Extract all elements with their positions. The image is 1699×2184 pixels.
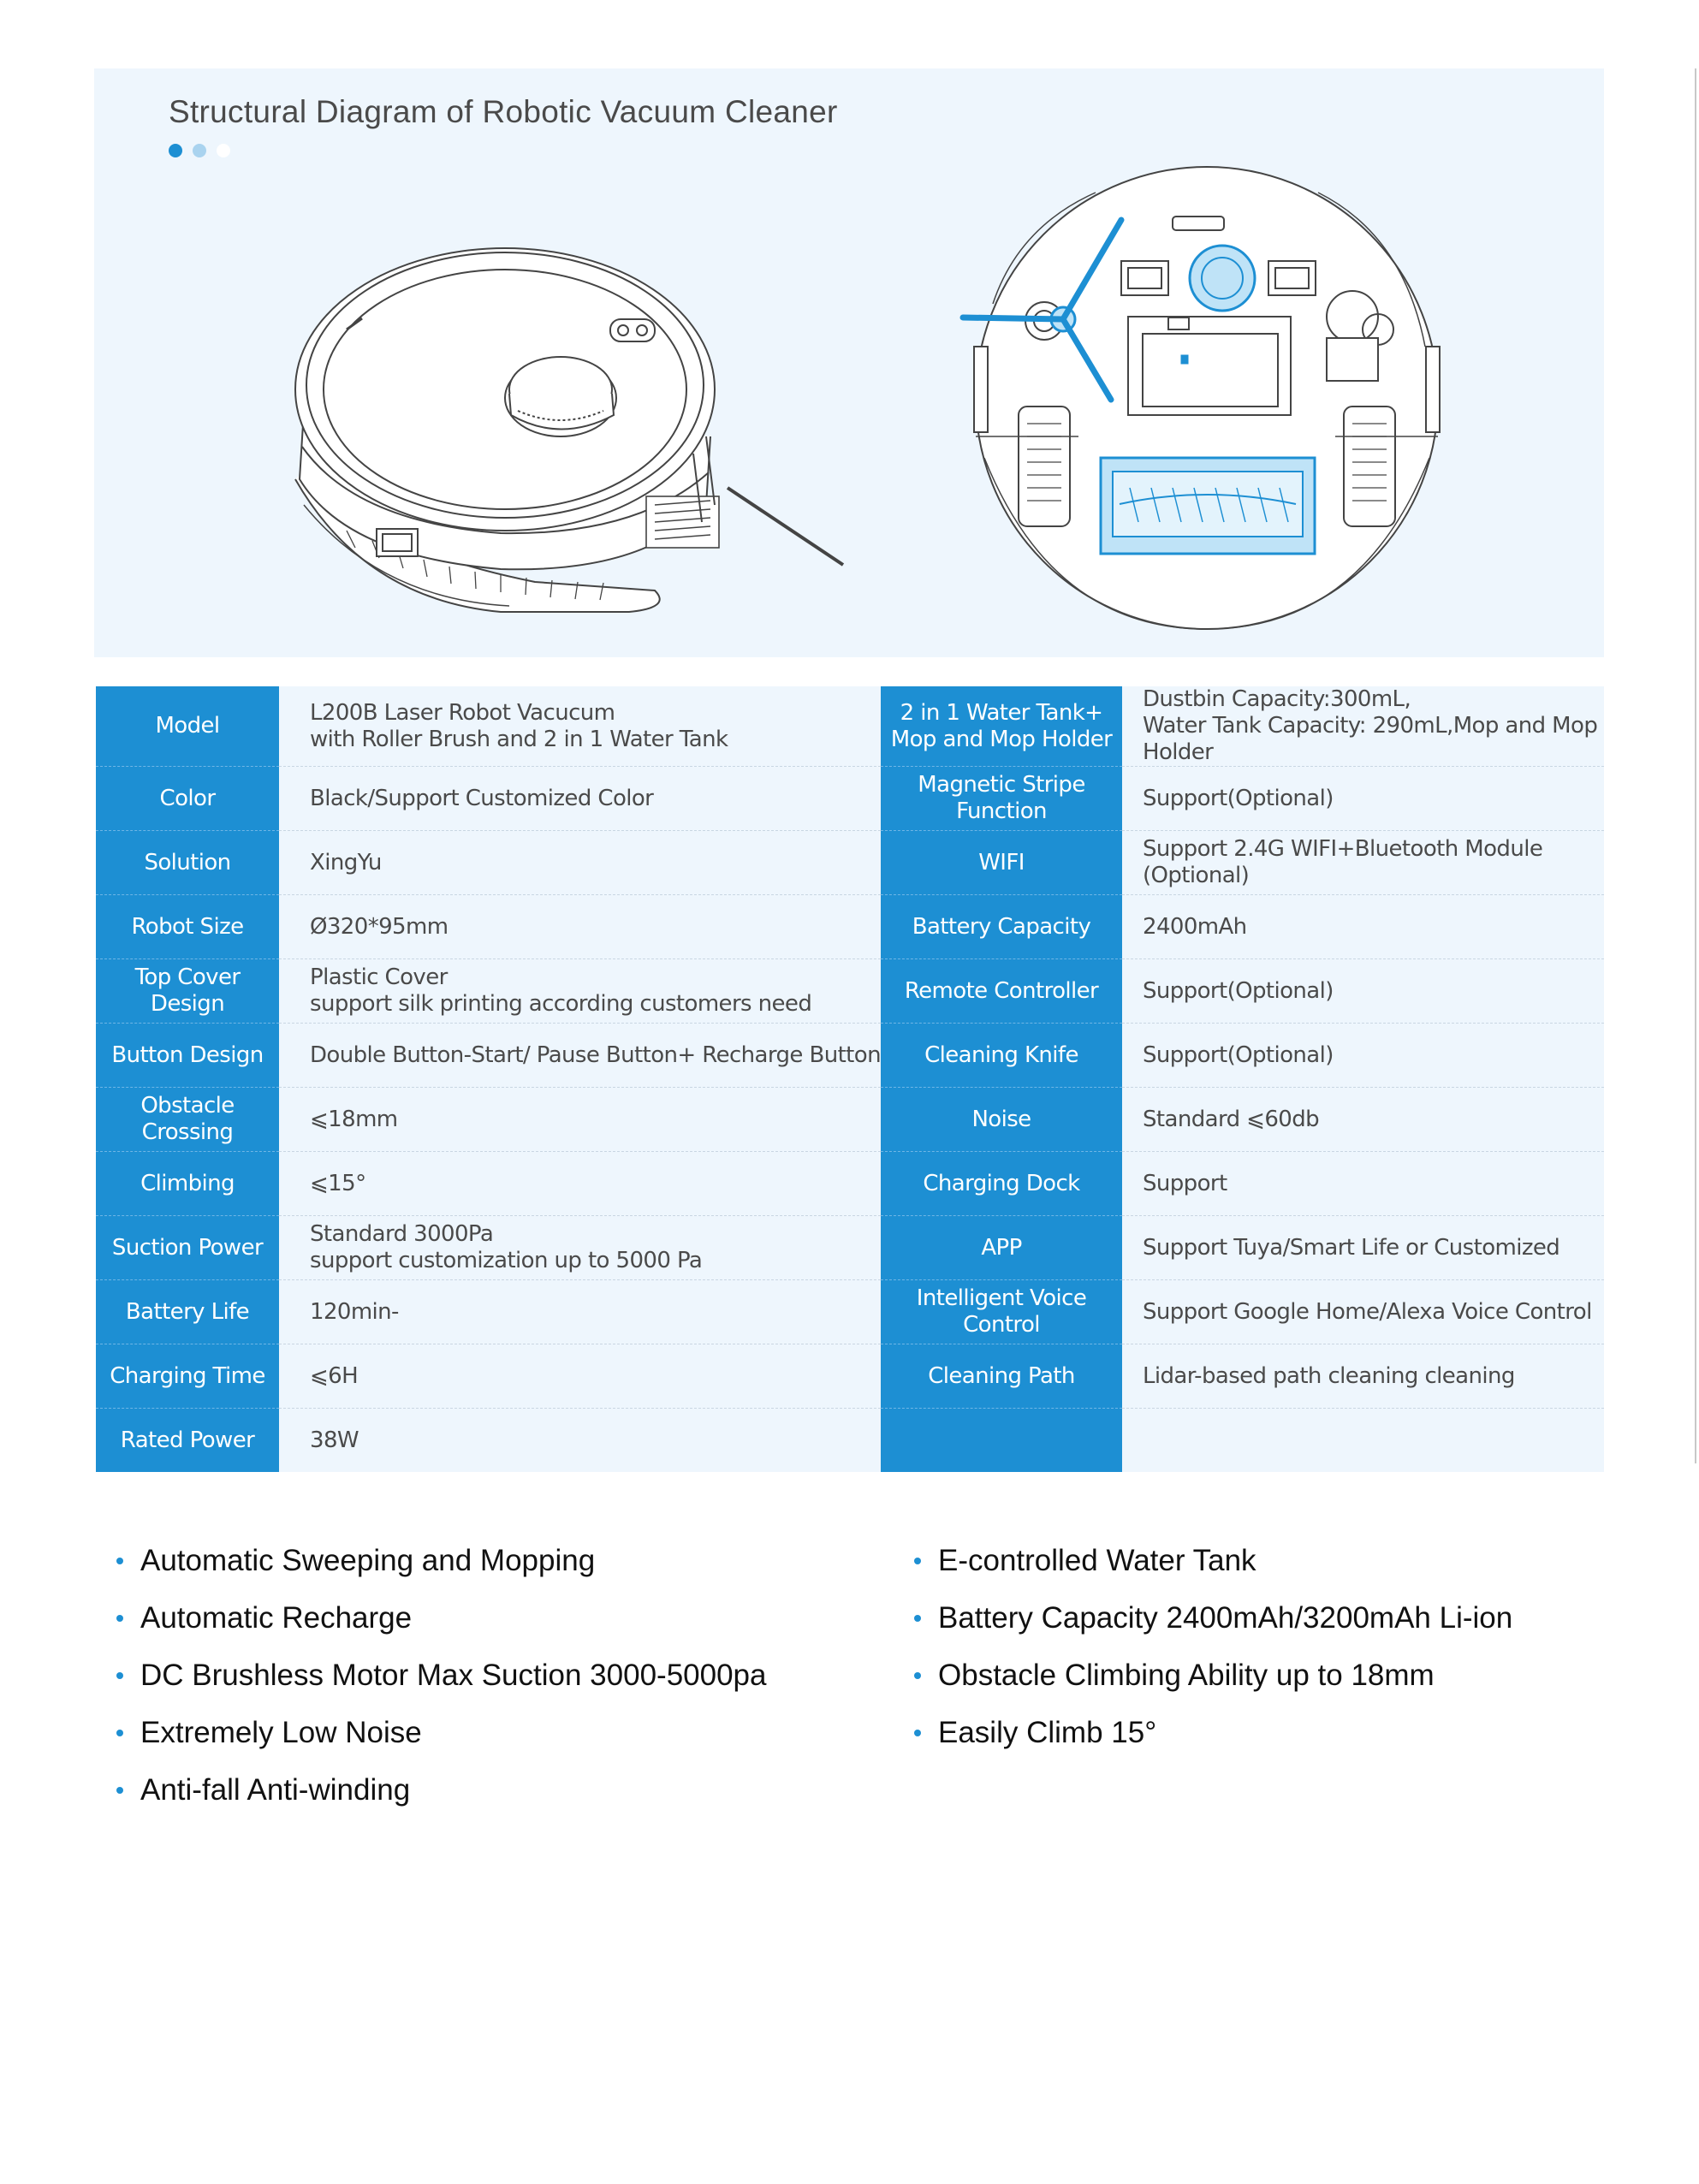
- feature-item: Extremely Low Noise: [116, 1704, 766, 1761]
- spec-label: Battery Capacity: [881, 894, 1122, 959]
- spec-value: Support 2.4G WIFI+Bluetooth Module (Opti…: [1122, 830, 1604, 895]
- feature-item: Easily Climb 15°: [914, 1704, 1512, 1761]
- spec-label: Rated Power: [96, 1408, 279, 1472]
- carousel-dot-1[interactable]: [169, 144, 182, 157]
- bullet-icon: [116, 1671, 123, 1679]
- spec-label: Cleaning Knife: [881, 1023, 1122, 1088]
- spec-value: XingYu: [279, 830, 881, 895]
- feature-item: Automatic Sweeping and Mopping: [116, 1532, 766, 1589]
- spec-value: ⩽15°: [279, 1151, 881, 1216]
- carousel-dots[interactable]: [169, 144, 230, 157]
- spec-label: Charging Dock: [881, 1151, 1122, 1216]
- spec-value: Support: [1122, 1151, 1604, 1216]
- spec-value: ⩽18mm: [279, 1087, 881, 1152]
- spec-label: Intelligent Voice Control: [881, 1279, 1122, 1344]
- spec-label: Robot Size: [96, 894, 279, 959]
- page-title: Structural Diagram of Robotic Vacuum Cle…: [169, 94, 838, 129]
- bullet-icon: [914, 1557, 921, 1564]
- spec-label: 2 in 1 Water Tank+ Mop and Mop Holder: [881, 686, 1122, 767]
- spec-value: 38W: [279, 1408, 881, 1472]
- spec-label: Battery Life: [96, 1279, 279, 1344]
- bullet-icon: [116, 1557, 123, 1564]
- bullet-icon: [914, 1614, 921, 1622]
- feature-text: DC Brushless Motor Max Suction 3000-5000…: [140, 1658, 767, 1692]
- spec-label: WIFI: [881, 830, 1122, 895]
- bullet-icon: [116, 1786, 123, 1794]
- spec-label: Magnetic Stripe Function: [881, 766, 1122, 831]
- feature-item: E-controlled Water Tank: [914, 1532, 1512, 1589]
- page-edge-divider: [1695, 68, 1696, 1463]
- feature-text: Battery Capacity 2400mAh/3200mAh Li-ion: [938, 1600, 1513, 1635]
- feature-text: Automatic Sweeping and Mopping: [140, 1543, 596, 1577]
- feature-item: Automatic Recharge: [116, 1589, 766, 1647]
- carousel-dot-2[interactable]: [193, 144, 206, 157]
- feature-text: Extremely Low Noise: [140, 1715, 422, 1749]
- bullet-icon: [914, 1729, 921, 1736]
- spec-label: Model: [96, 686, 279, 767]
- spec-value: Black/Support Customized Color: [279, 766, 881, 831]
- spec-label: Color: [96, 766, 279, 831]
- robot-top-view-illustration: [294, 247, 845, 613]
- spec-label: Top Cover Design: [96, 958, 279, 1024]
- spec-value: Double Button-Start/ Pause Button+ Recha…: [279, 1023, 882, 1088]
- spec-value: Dustbin Capacity:300mL, Water Tank Capac…: [1122, 686, 1604, 767]
- spec-value: Support(Optional): [1122, 1023, 1604, 1088]
- feature-text: Easily Climb 15°: [938, 1715, 1157, 1749]
- spec-label: Solution: [96, 830, 279, 895]
- spec-value: Standard ⩽60db: [1122, 1087, 1604, 1152]
- feature-item: DC Brushless Motor Max Suction 3000-5000…: [116, 1647, 766, 1704]
- feature-text: Obstacle Climbing Ability up to 18mm: [938, 1658, 1435, 1692]
- spec-label: APP: [881, 1215, 1122, 1280]
- spec-value: Plastic Cover support silk printing acco…: [279, 958, 881, 1024]
- feature-item: Obstacle Climbing Ability up to 18mm: [914, 1647, 1512, 1704]
- spec-value: Support(Optional): [1122, 766, 1604, 831]
- spec-label: Remote Controller: [881, 958, 1122, 1024]
- spec-value: [1122, 1408, 1604, 1472]
- spec-value: Standard 3000Pa support customization up…: [279, 1215, 881, 1280]
- feature-text: Automatic Recharge: [140, 1600, 413, 1635]
- feature-text: Anti-fall Anti-winding: [140, 1772, 411, 1807]
- bullet-icon: [116, 1614, 123, 1622]
- spec-value: 2400mAh: [1122, 894, 1604, 959]
- bullet-icon: [914, 1671, 921, 1679]
- spec-label: [881, 1408, 1122, 1472]
- spec-value: L200B Laser Robot Vacucum with Roller Br…: [279, 686, 881, 767]
- spec-label: Noise: [881, 1087, 1122, 1152]
- spec-label: Cleaning Path: [881, 1344, 1122, 1409]
- spec-label: Button Design: [96, 1023, 279, 1088]
- robot-bottom-view-illustration: [959, 166, 1441, 630]
- feature-item: Battery Capacity 2400mAh/3200mAh Li-ion: [914, 1589, 1512, 1647]
- spec-value: Ø320*95mm: [279, 894, 881, 959]
- spec-label: Obstacle Crossing: [96, 1087, 279, 1152]
- spec-value: 120min-: [279, 1279, 881, 1344]
- spec-label: Climbing: [96, 1151, 279, 1216]
- feature-text: E-controlled Water Tank: [938, 1543, 1256, 1577]
- diagram-panel: Structural Diagram of Robotic Vacuum Cle…: [94, 68, 1604, 657]
- bullet-icon: [116, 1729, 123, 1736]
- feature-item: Anti-fall Anti-winding: [116, 1761, 766, 1819]
- spec-value: Support Google Home/Alexa Voice Control: [1122, 1279, 1604, 1344]
- spec-label: Suction Power: [96, 1215, 279, 1280]
- spec-value: Support Tuya/Smart Life or Customized: [1122, 1215, 1604, 1280]
- spec-value: Support(Optional): [1122, 958, 1604, 1024]
- spec-label: Charging Time: [96, 1344, 279, 1409]
- spec-value: ⩽6H: [279, 1344, 881, 1409]
- spec-value: Lidar-based path cleaning cleaning: [1122, 1344, 1604, 1409]
- carousel-dot-3[interactable]: [217, 144, 230, 157]
